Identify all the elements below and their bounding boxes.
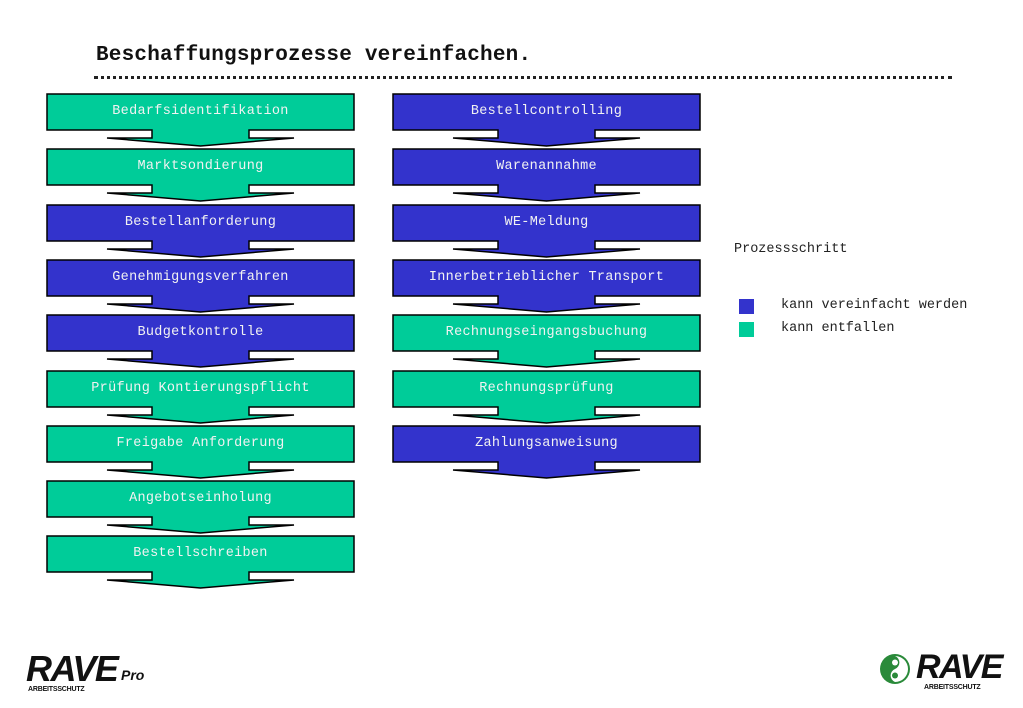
rave-emblem-icon (880, 654, 910, 684)
logo-sub-left: ARBEITSSCHUTZ (28, 686, 85, 693)
process-step: Rechnungseingangsbuchung (392, 314, 701, 369)
process-step-chevron (46, 203, 355, 258)
process-step-chevron (46, 480, 355, 534)
process-step-shape (46, 148, 355, 203)
process-step-shape (46, 93, 355, 147)
process-step-label: Angebotseinholung (129, 491, 272, 507)
process-step: Genehmigungsverfahren (46, 259, 355, 314)
process-step-label: WE-Meldung (504, 214, 589, 230)
process-step: Budgetkontrolle (46, 314, 355, 369)
legend-swatch-simplify (739, 299, 754, 314)
process-step: Bestellschreiben (46, 535, 355, 590)
process-step-chevron (392, 369, 701, 424)
process-step-shape (46, 535, 355, 590)
process-step-chevron (46, 425, 355, 479)
process-step-label: Freigabe Anforderung (116, 435, 285, 451)
process-step-shape (46, 314, 355, 368)
process-step-shape (392, 203, 701, 258)
logo-word-right: RAVE (916, 648, 1003, 686)
legend-swatch-eliminate (739, 322, 754, 337)
process-step-chevron (46, 314, 355, 368)
process-step: Angebotseinholung (46, 480, 355, 535)
process-step-shape (46, 425, 355, 479)
process-step: Prüfung Kontierungspflicht (46, 369, 355, 425)
legend-label-eliminate: kann entfallen (781, 321, 895, 336)
process-step: WE-Meldung (392, 203, 701, 259)
legend-label-simplify: kann vereinfacht werden (781, 298, 968, 313)
process-step-chevron (392, 203, 701, 258)
process-step-chevron (46, 148, 355, 203)
process-step: Zahlungsanweisung (392, 425, 701, 480)
rave-pro-logo: RAVE Pro ARBEITSSCHUTZ (26, 648, 156, 696)
title-divider (94, 76, 952, 79)
process-step-label: Genehmigungsverfahren (112, 269, 289, 285)
process-step-chevron (392, 93, 701, 147)
process-step-label: Bestellanforderung (124, 214, 277, 230)
process-step-shape (392, 369, 701, 424)
process-step-label: Budgetkontrolle (137, 325, 264, 341)
process-step-shape (392, 314, 701, 368)
process-step-chevron (46, 259, 355, 313)
process-step-chevron (46, 535, 355, 590)
legend-title: Prozessschritt (734, 242, 848, 257)
process-step-shape (392, 93, 701, 147)
process-step-chevron (392, 425, 701, 479)
process-step-label: Zahlungsanweisung (475, 435, 618, 451)
process-step: Warenannahme (392, 148, 701, 203)
process-step: Marktsondierung (46, 148, 355, 203)
process-step-shape (46, 259, 355, 313)
process-step-label: Innerbetrieblicher Transport (428, 269, 665, 285)
process-step-label: Bestellschreiben (133, 546, 268, 562)
process-step-shape (46, 203, 355, 258)
process-step-chevron (392, 259, 701, 313)
logo-suffix-left: Pro (121, 667, 145, 683)
process-step: Innerbetrieblicher Transport (392, 259, 701, 314)
process-step-shape (392, 425, 701, 479)
process-step: Bedarfsidentifikation (46, 93, 355, 148)
process-step-label: Marktsondierung (137, 159, 264, 175)
process-step: Bestellcontrolling (392, 93, 701, 148)
process-step-shape (46, 369, 355, 424)
process-step-shape (46, 480, 355, 534)
process-step-label: Rechnungseingangsbuchung (445, 325, 648, 341)
process-step-label: Bedarfsidentifikation (112, 104, 289, 119)
logo-word-left: RAVE (26, 648, 119, 689)
page-title: Beschaffungsprozesse vereinfachen. (96, 44, 532, 67)
process-step-label: Bestellcontrolling (470, 104, 623, 119)
process-step: Freigabe Anforderung (46, 425, 355, 480)
process-step-chevron (392, 148, 701, 203)
process-step-chevron (46, 369, 355, 424)
process-step: Rechnungsprüfung (392, 369, 701, 425)
process-step-label: Prüfung Kontierungspflicht (91, 380, 310, 396)
process-step-shape (392, 259, 701, 313)
process-step-label: Rechnungsprüfung (479, 380, 614, 396)
process-step: Bestellanforderung (46, 203, 355, 259)
process-step-chevron (392, 314, 701, 368)
process-step-chevron (46, 93, 355, 147)
process-step-shape (392, 148, 701, 203)
process-step-label: Warenannahme (496, 159, 597, 175)
rave-logo: RAVE ARBEITSSCHUTZ (878, 648, 1003, 696)
logo-sub-right: ARBEITSSCHUTZ (924, 684, 981, 691)
